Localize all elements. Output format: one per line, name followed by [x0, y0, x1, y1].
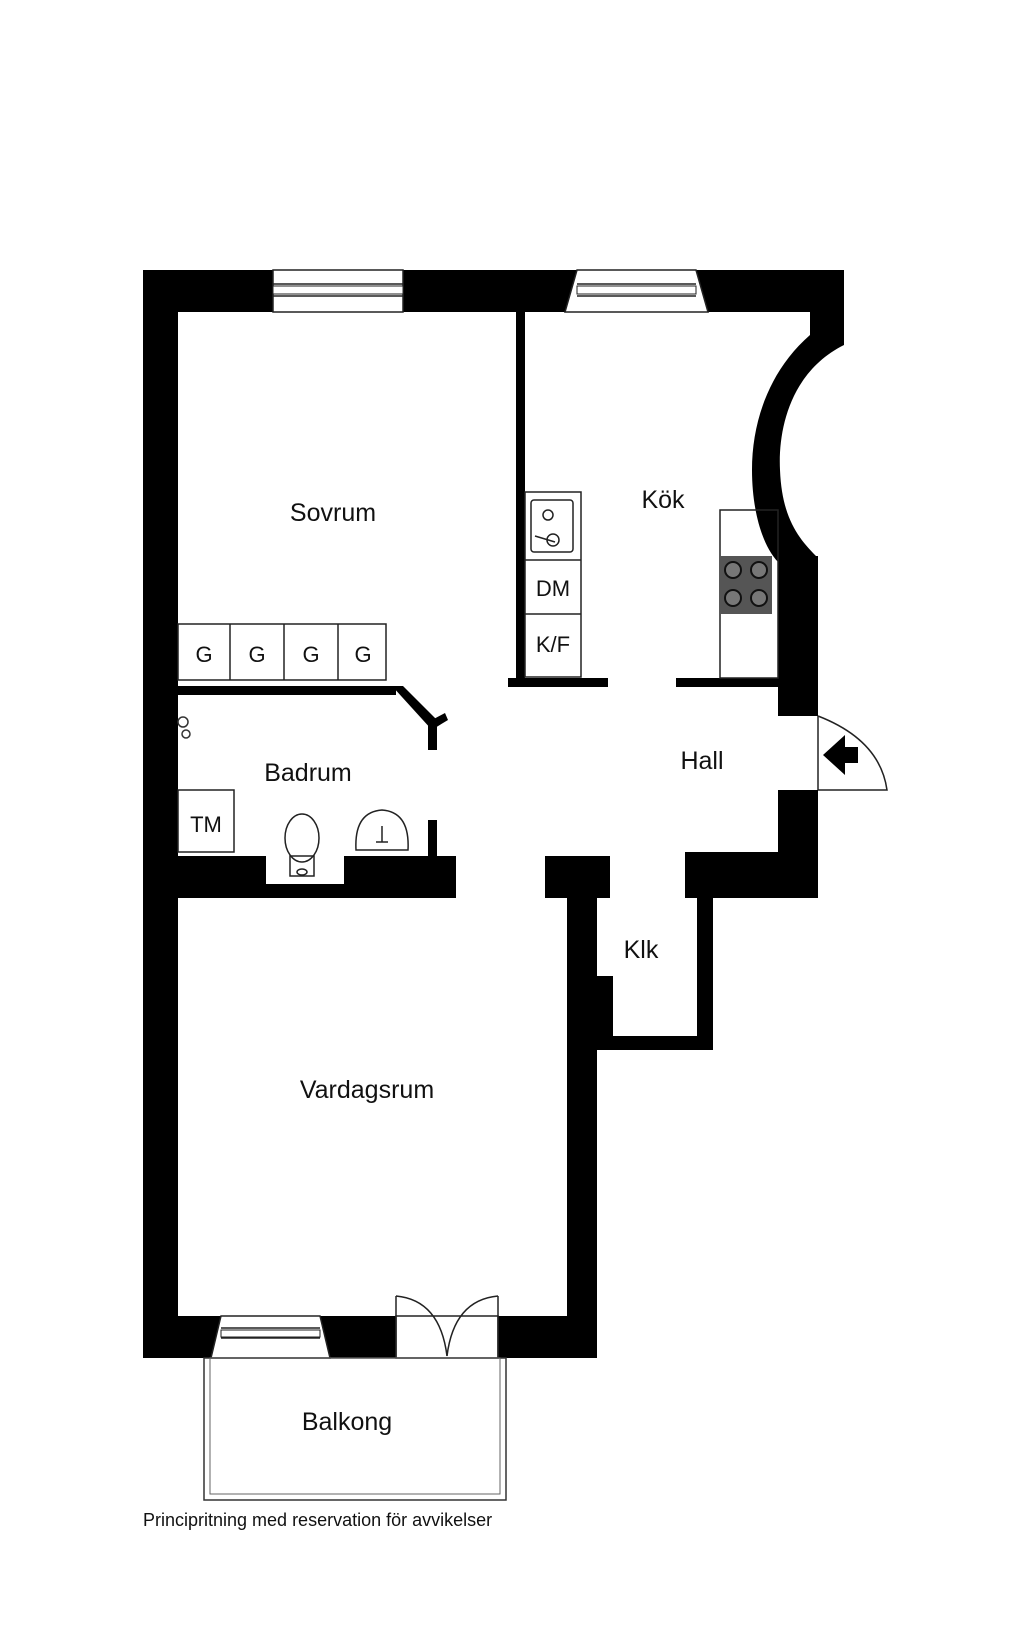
sink-icon — [530, 499, 574, 553]
window-sovrum — [272, 269, 404, 313]
wall-sovrum-kok — [516, 312, 525, 684]
wall-klk-left-lower — [597, 976, 613, 1046]
disclaimer-note: Principritning med reservation för avvik… — [143, 1510, 493, 1530]
wall-top-middle — [403, 270, 577, 312]
room-label-klk: Klk — [624, 936, 659, 964]
wall-kok-bottom-right — [676, 678, 780, 687]
shower-icon — [177, 716, 191, 739]
room-label-balkong: Balkong — [302, 1408, 392, 1436]
wall-vardagsrum-right — [567, 880, 597, 1358]
wall-badrum-angle — [392, 686, 441, 730]
wall-right-kitchen — [778, 556, 818, 714]
window-vardagsrum — [210, 1315, 331, 1359]
wall-right-top — [810, 270, 844, 342]
wall-badrum-door-top — [428, 722, 437, 750]
wall-klk-bottom — [597, 1036, 713, 1050]
fridge-freezer-label: K/F — [536, 632, 570, 657]
wardrobes — [177, 623, 387, 681]
kitchen-counter-left — [524, 491, 582, 678]
entrance-arrow-icon — [823, 735, 858, 775]
wall-badrum-bottom-right — [344, 856, 456, 898]
room-label-sovrum: Sovrum — [290, 499, 376, 527]
wardrobe-label: G — [195, 642, 212, 667]
washing-machine-label: TM — [190, 812, 222, 837]
wall-kok-bottom-left — [508, 678, 608, 687]
bathroom-fixtures — [177, 716, 409, 877]
wall-klk-top-right — [685, 852, 713, 898]
wall-bay-curve — [752, 335, 844, 572]
washing-machine-box — [177, 789, 235, 853]
wall-right-door-top — [778, 700, 818, 716]
entrance-door — [817, 715, 888, 791]
dishwasher-label: DM — [536, 576, 570, 601]
wall-bottom-middle — [320, 1316, 396, 1358]
washbasin-icon — [355, 809, 409, 851]
toilet-icon — [284, 813, 320, 877]
walls — [143, 270, 844, 1358]
wall-klk-right — [697, 890, 713, 1050]
wardrobe-label: G — [302, 642, 319, 667]
wardrobe-label: G — [354, 642, 371, 667]
room-label-vardagsrum: Vardagsrum — [300, 1076, 434, 1104]
stove-counter — [719, 509, 779, 679]
balcony-door — [395, 1295, 499, 1359]
wall-bottom-left — [143, 1316, 221, 1358]
wall-badrum-door-bottom — [428, 820, 437, 856]
room-label-kok: Kök — [641, 486, 685, 514]
wall-bottom-right — [498, 1316, 597, 1358]
window-kok — [564, 269, 709, 313]
wall-sovrum-badrum — [178, 686, 396, 695]
room-label-badrum: Badrum — [264, 759, 352, 787]
room-label-hall: Hall — [680, 747, 723, 775]
wall-left — [143, 270, 178, 1358]
wall-badrum-angle-tip — [428, 713, 448, 729]
windows — [210, 269, 709, 1359]
wardrobe-label: G — [248, 642, 265, 667]
balcony — [203, 1357, 507, 1501]
